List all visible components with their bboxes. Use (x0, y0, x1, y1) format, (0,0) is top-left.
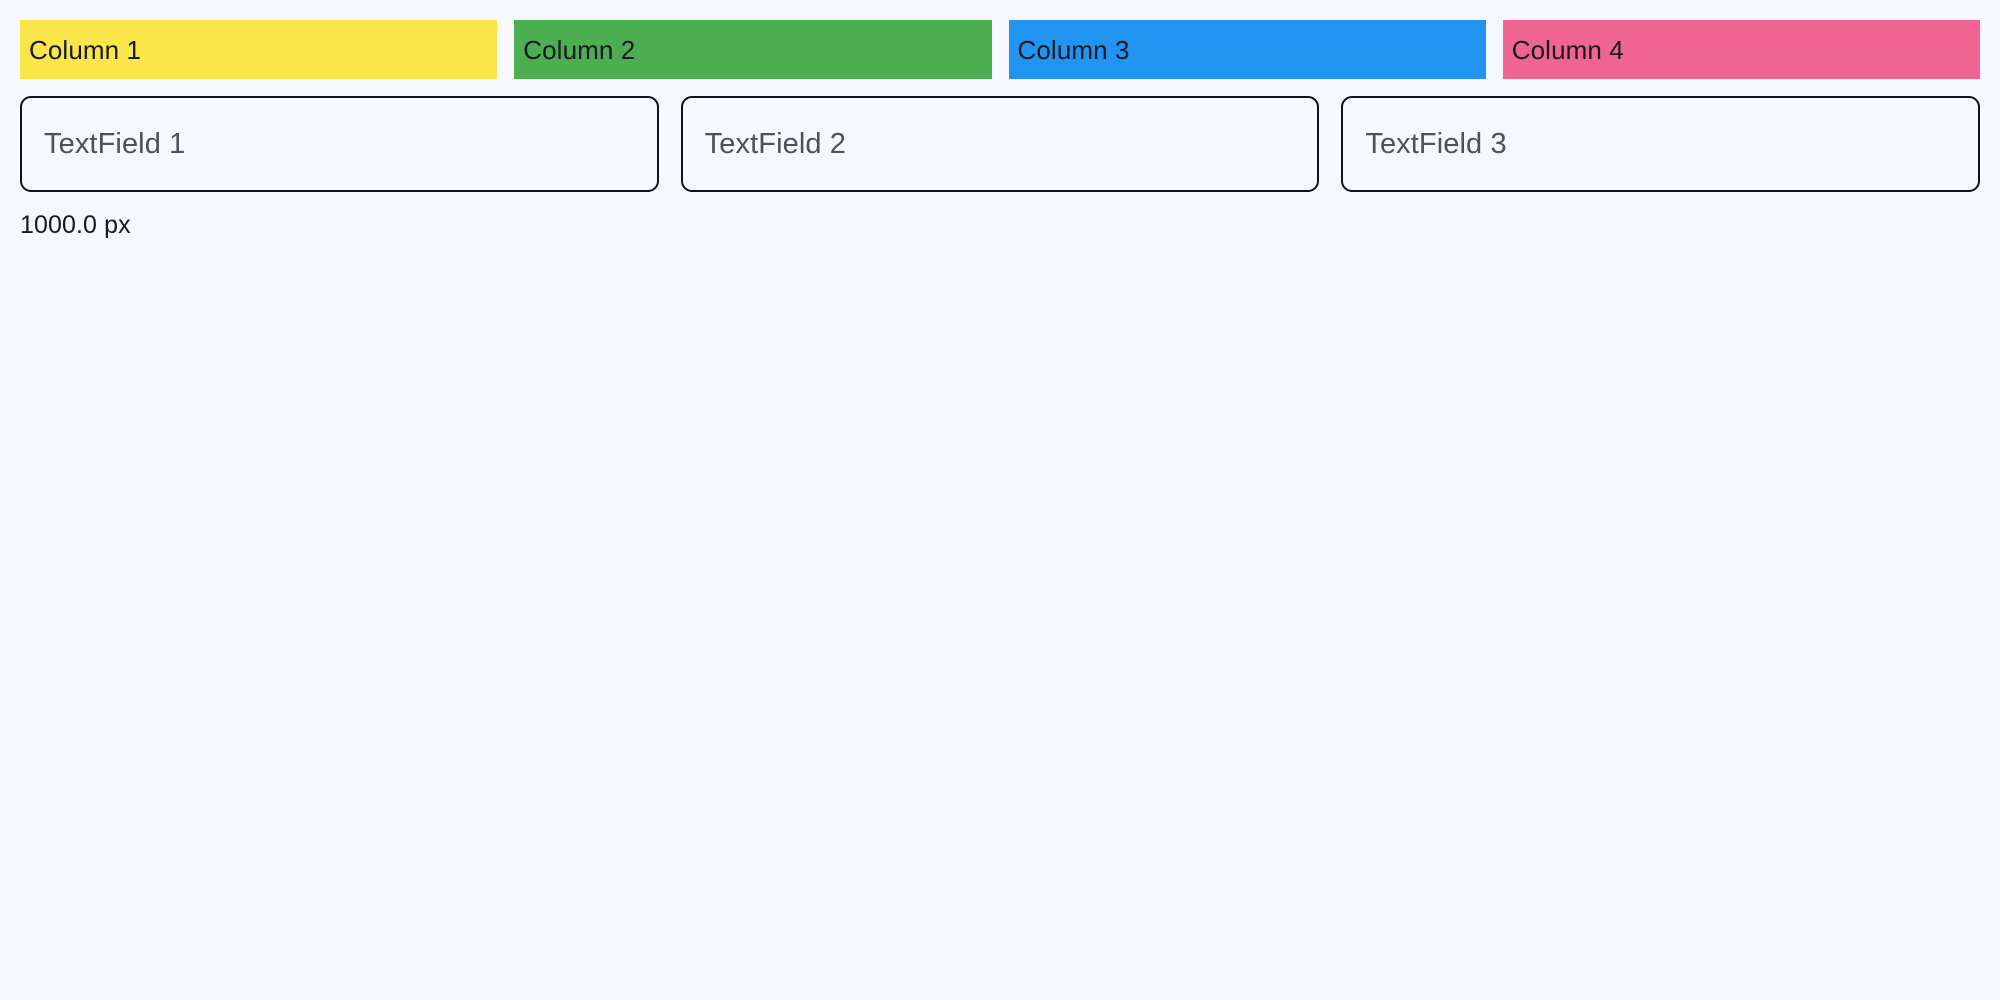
column-box-2[interactable]: Column 2 (514, 20, 992, 79)
column-label-3: Column 3 (1017, 34, 1130, 65)
measurement-label: 1000.0 px (20, 211, 131, 239)
columns-row: Column 1 Column 2 Column 3 Column 4 (20, 20, 1980, 79)
column-box-3[interactable]: Column 3 (1008, 20, 1486, 79)
textfield-1-placeholder: TextField 1 (44, 128, 186, 160)
textfield-3[interactable]: TextField 3 (1341, 96, 1981, 192)
textfield-3-placeholder: TextField 3 (1365, 128, 1507, 160)
textfield-1[interactable]: TextField 1 (20, 96, 659, 192)
column-label-4: Column 4 (1511, 34, 1624, 65)
column-label-1: Column 1 (29, 34, 142, 65)
column-label-2: Column 2 (523, 34, 636, 65)
column-box-1[interactable]: Column 1 (20, 20, 498, 79)
empty-canvas-area (20, 240, 1980, 1000)
textfields-row: TextField 1 TextField 2 TextField 3 (20, 96, 1981, 192)
textfield-2[interactable]: TextField 2 (680, 96, 1320, 192)
textfield-2-placeholder: TextField 2 (704, 128, 846, 160)
column-box-4[interactable]: Column 4 (1502, 20, 1980, 79)
measurement-row: 1000.0 px (20, 211, 1980, 240)
